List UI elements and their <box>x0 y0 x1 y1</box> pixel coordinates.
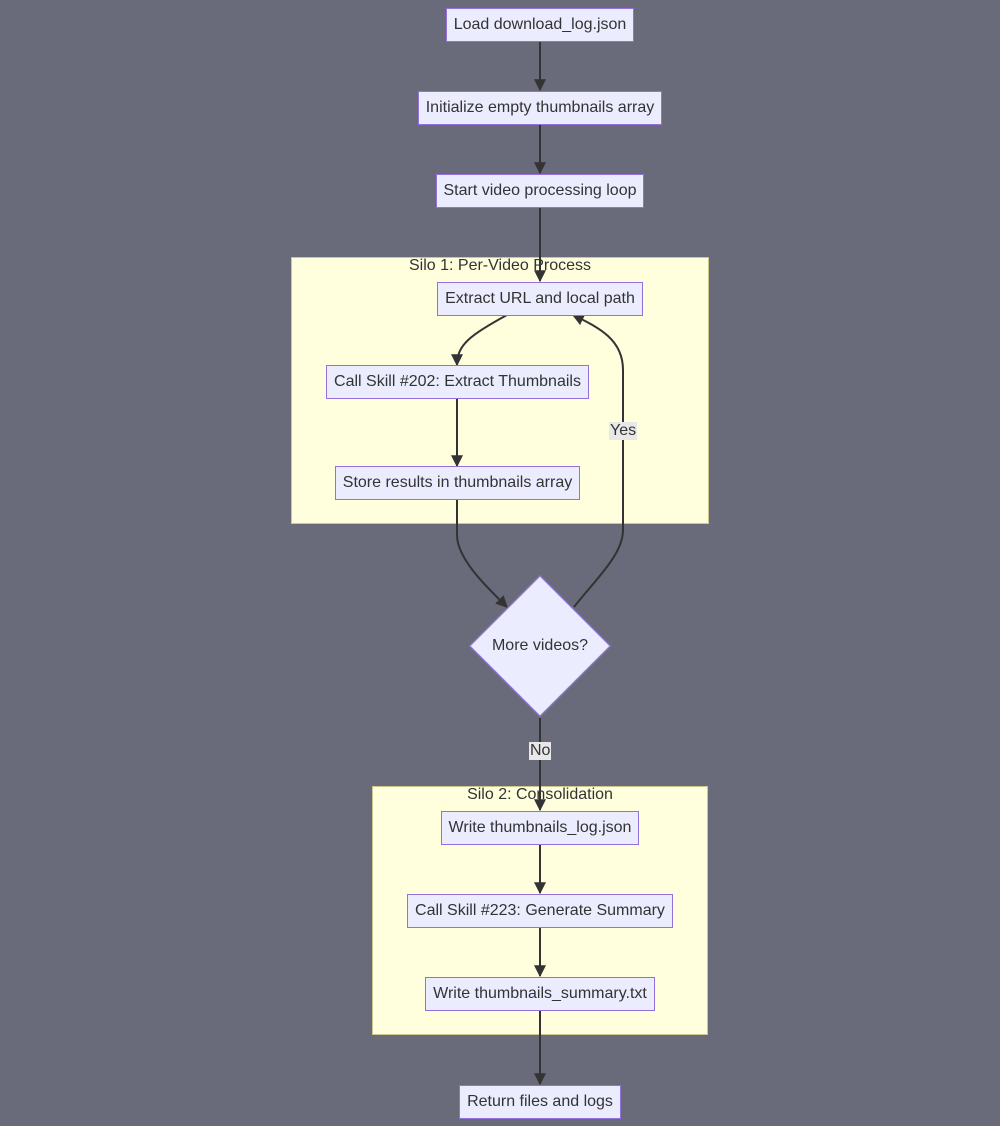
node-start-loop: Start video processing loop <box>436 174 644 208</box>
node-load-download-log: Load download_log.json <box>446 8 634 42</box>
node-call-skill-223: Call Skill #223: Generate Summary <box>407 894 673 928</box>
node-extract-url: Extract URL and local path <box>437 282 643 316</box>
node-initialize-thumbnails: Initialize empty thumbnails array <box>418 91 662 125</box>
node-write-summary: Write thumbnails_summary.txt <box>425 977 655 1011</box>
silo-1-title: Silo 1: Per-Video Process <box>408 257 591 274</box>
edge-store-decision <box>456 499 508 608</box>
node-return-files: Return files and logs <box>459 1085 621 1119</box>
edge-label-no: No <box>529 742 552 760</box>
edge-decision-extract-yes <box>571 314 624 608</box>
decision-more-videos: More videos? <box>491 637 589 654</box>
node-call-skill-202: Call Skill #202: Extract Thumbnails <box>326 365 589 399</box>
edge-label-yes: Yes <box>609 422 638 440</box>
node-store-results: Store results in thumbnails array <box>335 466 580 500</box>
node-write-thumbnails-log: Write thumbnails_log.json <box>441 811 639 845</box>
edge-extract-call202 <box>451 314 508 367</box>
